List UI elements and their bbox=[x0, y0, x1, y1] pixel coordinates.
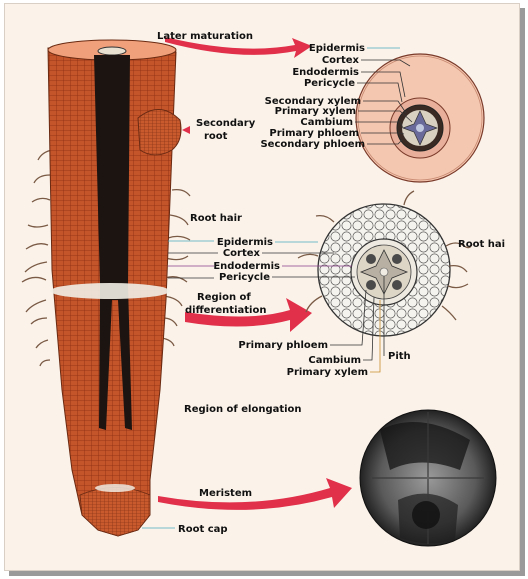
differentiation-band bbox=[50, 283, 170, 299]
label-root-cap: Root cap bbox=[178, 524, 228, 535]
label-young-cortex: Cortex bbox=[223, 248, 261, 259]
meristem-micrograph bbox=[359, 409, 497, 547]
vascular-cylinder bbox=[94, 55, 132, 430]
young-section-leaders bbox=[262, 241, 385, 373]
label-secondary-root-2: root bbox=[204, 131, 228, 142]
label-region-elongation: Region of elongation bbox=[184, 404, 302, 415]
root-body-leaders bbox=[142, 240, 218, 529]
label-mature-pericycle: Pericycle bbox=[304, 78, 355, 89]
root-hairs-left bbox=[21, 149, 53, 367]
label-mature-primary-xylem: Primary xylem bbox=[275, 106, 356, 117]
mature-cross-section bbox=[355, 53, 485, 183]
root-top-stele bbox=[97, 46, 127, 56]
label-meristem: Meristem bbox=[199, 488, 252, 499]
root-cap bbox=[79, 487, 151, 537]
label-mature-primary-phloem: Primary phloem bbox=[269, 128, 359, 139]
label-mature-secondary-xylem: Secondary xylem bbox=[265, 96, 361, 107]
label-young-primary-phloem: Primary phloem bbox=[238, 340, 328, 351]
arrow-meristem bbox=[158, 478, 352, 510]
label-mature-cortex: Cortex bbox=[322, 55, 360, 66]
label-mature-cambium: Cambium bbox=[300, 117, 353, 128]
label-region-differentiation-2: differentiation bbox=[185, 305, 266, 316]
label-mature-epidermis: Epidermis bbox=[309, 43, 365, 54]
root-hairs-section bbox=[297, 190, 473, 321]
label-secondary-root-1: Secondary bbox=[196, 118, 256, 129]
young-cross-section bbox=[317, 203, 451, 337]
label-young-cambium: Cambium bbox=[308, 355, 361, 366]
label-young-pericycle: Pericycle bbox=[219, 272, 270, 283]
label-root-hair-right: Root hai bbox=[458, 239, 505, 250]
label-mature-endodermis: Endodermis bbox=[292, 67, 359, 78]
label-young-epidermis: Epidermis bbox=[217, 237, 273, 248]
meristem-band bbox=[95, 484, 135, 492]
mature-section-leaders bbox=[355, 47, 413, 145]
label-mature-secondary-phloem: Secondary phloem bbox=[260, 139, 365, 150]
label-young-endodermis: Endodermis bbox=[213, 261, 280, 272]
secondary-root-pointer bbox=[182, 126, 190, 134]
label-young-primary-xylem: Primary xylem bbox=[287, 367, 368, 378]
arrow-differentiation bbox=[185, 298, 312, 332]
label-root-hair-left: Root hair bbox=[190, 213, 242, 224]
secondary-root bbox=[137, 109, 182, 156]
arrow-later-maturation bbox=[165, 37, 312, 58]
label-young-pith: Pith bbox=[388, 351, 411, 362]
label-region-differentiation-1: Region of bbox=[197, 292, 251, 303]
label-later-maturation: Later maturation bbox=[157, 31, 253, 42]
